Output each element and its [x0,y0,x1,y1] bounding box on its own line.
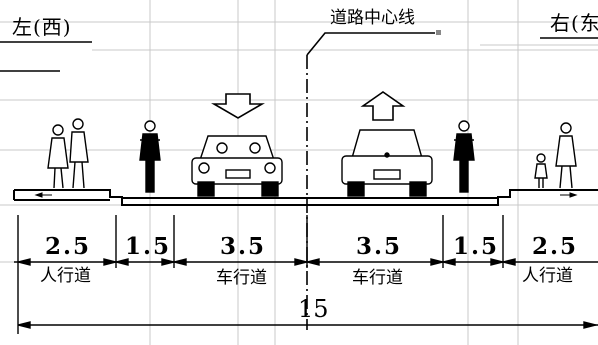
pedestrians-left-icon [47,118,89,189]
section-width-3: 3.5 [220,233,267,260]
pedestrians-right-icon [534,122,577,189]
section-width-5: 1.5 [453,233,500,260]
northbound-arrow-icon [360,91,406,121]
cyclist-right-icon [453,120,475,193]
car-left-icon [191,135,283,197]
side-label-lines [0,37,598,72]
section-width-2: 1.5 [125,233,172,260]
total-dimension-line [17,268,598,334]
right-side-label: 右(东 [550,11,598,35]
cyclist-left-icon [139,120,161,193]
section-name-1: 人行道 [40,266,91,286]
southbound-arrow-icon [211,93,265,119]
total-width-label: 15 [298,295,329,323]
section-width-4: 3.5 [356,233,403,260]
sidewalk-slope-marks [34,192,578,198]
section-width-1: 2.5 [45,233,92,260]
section-dimension-line [14,215,598,268]
left-side-label: 左(西) [12,15,72,39]
road-surface [13,189,598,206]
section-name-6: 人行道 [522,266,573,286]
section-name-3: 车行道 [216,268,267,288]
car-right-icon [341,129,433,197]
section-width-6: 2.5 [532,233,579,260]
section-name-4: 车行道 [352,268,403,288]
center-line-label: 道路中心线 [330,8,415,28]
center-line-marker [436,30,441,35]
road-center-line [306,32,435,330]
